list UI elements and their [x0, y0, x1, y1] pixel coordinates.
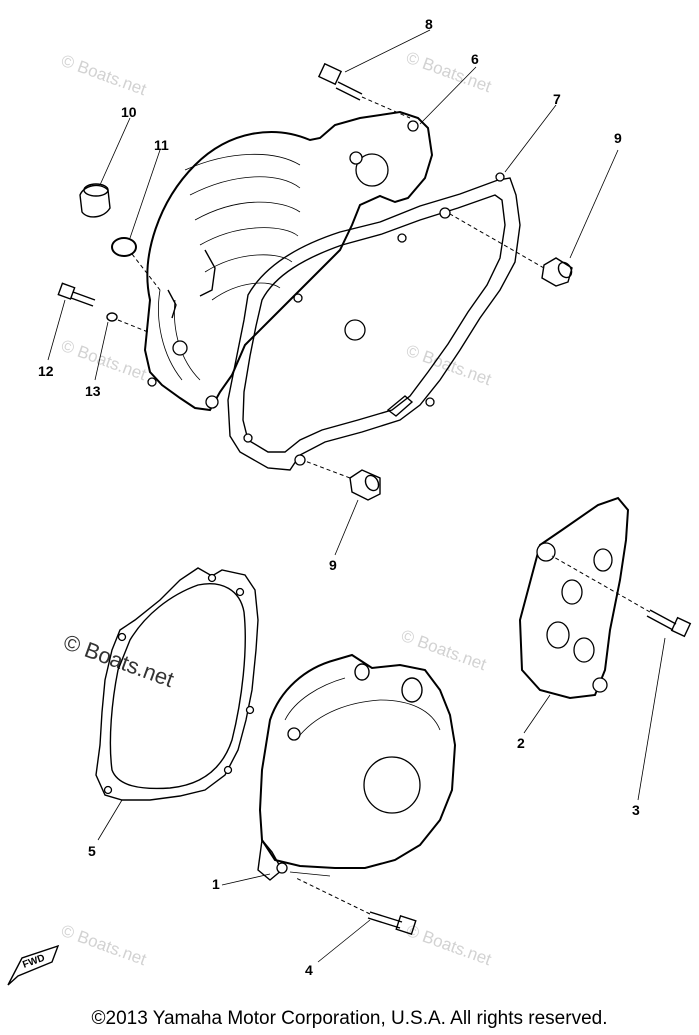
- screw-part-12: [57, 282, 96, 307]
- callout-5: 5: [88, 843, 96, 859]
- callout-10: 10: [121, 104, 137, 120]
- callout-13: 13: [85, 383, 101, 399]
- bolt-part-3: [551, 555, 692, 638]
- bolt-part-8: [317, 62, 411, 119]
- watermark: © Boats.net: [404, 921, 494, 969]
- watermark: © Boats.net: [404, 48, 494, 96]
- callouts: 8 6 7 9 10 11 12 13 9 5 1 2 3 4: [38, 16, 640, 978]
- o-ring-part-11: [111, 237, 161, 291]
- callout-9-lower: 9: [329, 557, 337, 573]
- bolt-part-4: [295, 877, 417, 936]
- fwd-label: FWD: [21, 953, 46, 971]
- callout-6: 6: [471, 51, 479, 67]
- cover-part-1: [257, 653, 457, 881]
- plate-part-2: [518, 496, 630, 700]
- dowel-part-9-upper: [449, 213, 573, 287]
- exploded-parts-diagram: © Boats.net © Boats.net © Boats.net © Bo…: [7, 16, 692, 986]
- callout-8: 8: [425, 16, 433, 32]
- dowel-part-9-lower: [304, 460, 381, 501]
- copyright-footer: ©2013 Yamaha Motor Corporation, U.S.A. A…: [91, 1008, 608, 1029]
- plug-part-10: [79, 183, 111, 218]
- washer-part-13: [106, 312, 149, 333]
- fwd-direction-marker: FWD: [7, 944, 60, 986]
- callout-4: 4: [305, 962, 313, 978]
- watermark: © Boats.net: [59, 336, 149, 384]
- watermark: © Boats.net: [404, 341, 494, 389]
- callout-9: 9: [614, 130, 622, 146]
- gasket-part-5: [95, 567, 259, 801]
- watermark: © Boats.net: [59, 921, 149, 969]
- watermark: © Boats.net: [59, 51, 149, 99]
- watermarks: © Boats.net © Boats.net © Boats.net © Bo…: [59, 48, 494, 969]
- callout-2: 2: [517, 735, 525, 751]
- leader-lines: [47, 29, 666, 963]
- crankcase-cover-part-6: [143, 110, 434, 412]
- callout-7: 7: [553, 91, 561, 107]
- callout-12: 12: [38, 363, 54, 379]
- callout-3: 3: [632, 802, 640, 818]
- callout-1: 1: [212, 876, 220, 892]
- gasket-part-7: [227, 172, 521, 471]
- callout-11: 11: [154, 137, 169, 153]
